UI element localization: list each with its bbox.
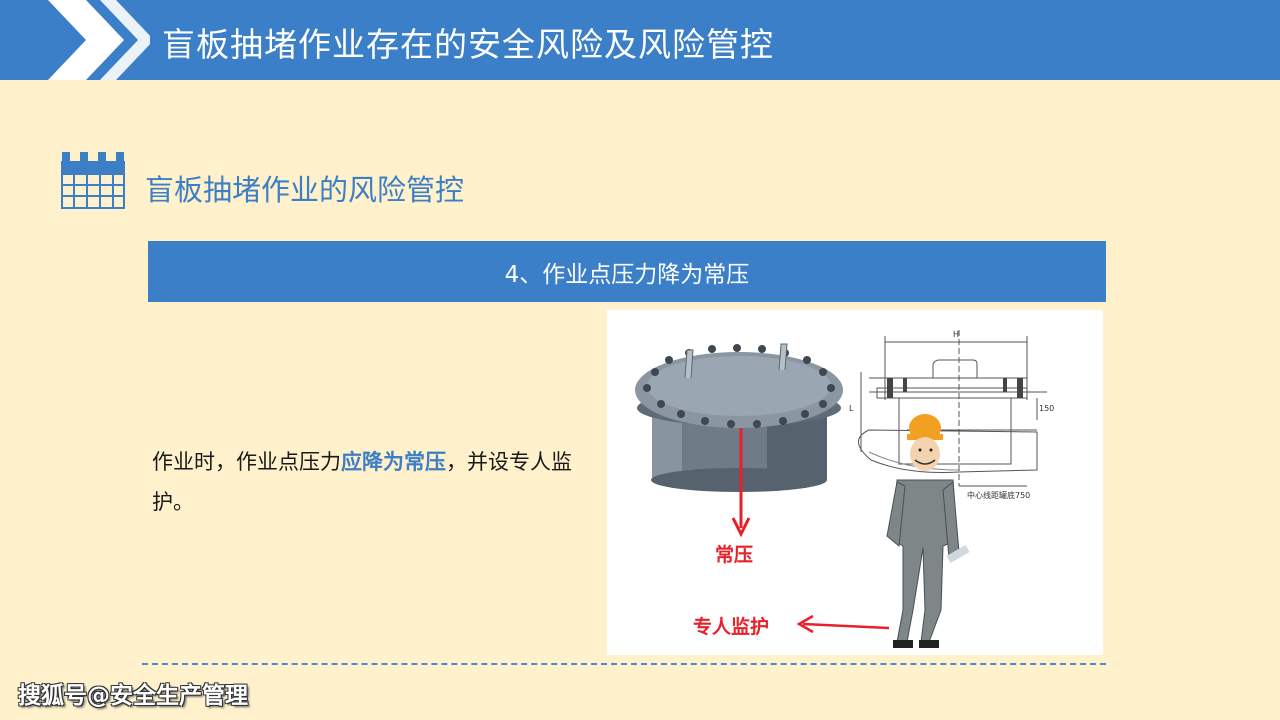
section-title: 盲板抽堵作业的风险管控 <box>145 173 465 207</box>
chevron-decoration-icon <box>48 0 150 80</box>
body-text-part1: 作业时，作业点压力 <box>152 450 341 474</box>
watermark: 搜狐号@安全生产管理 <box>18 683 248 709</box>
technical-drawing <box>858 330 1047 487</box>
header-bar: 盲板抽堵作业存在的安全风险及风险管控 <box>0 0 1280 80</box>
manhole-and-guard-illustration <box>635 330 1047 648</box>
guard-label: 专人监护 <box>693 616 770 638</box>
body-text-highlight: 应降为常压 <box>341 450 446 474</box>
body-text-part2: ，并设专人监护。 <box>152 450 572 514</box>
body-paragraph: 作业时，作业点压力应降为常压，并设专人监护。 <box>152 442 592 522</box>
dashed-divider <box>142 663 1106 665</box>
pressure-label: 常压 <box>715 544 754 566</box>
subtopic-banner: 4、作业点压力降为常压 <box>148 241 1106 302</box>
calendar-icon <box>61 152 125 209</box>
illustration-image: 常压 专人监护 H L 150 中心线距罐底750 <box>607 310 1103 655</box>
page-title: 盲板抽堵作业存在的安全风险及风险管控 <box>162 25 774 64</box>
subtopic-banner-text: 4、作业点压力降为常压 <box>504 261 750 288</box>
dimension-150-label: 150 <box>1039 404 1055 413</box>
guard-arrow <box>802 622 890 630</box>
dimension-note-label: 中心线距罐底750 <box>967 491 1031 500</box>
worker-figure <box>886 414 970 648</box>
dimension-l-label: L <box>849 404 854 413</box>
dimension-h-label: H <box>953 330 960 339</box>
